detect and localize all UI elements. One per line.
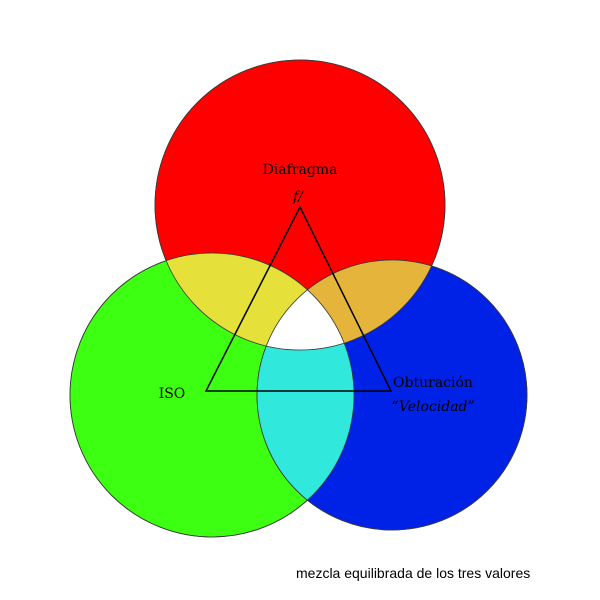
shutter-label: Obturación xyxy=(393,375,473,391)
aperture-label: Diafragma xyxy=(263,162,338,178)
exposure-triangle xyxy=(204,205,393,392)
aperture-f-label: f/ xyxy=(292,189,304,205)
center-overlap xyxy=(257,260,354,350)
iso-label: ISO xyxy=(159,386,186,402)
shutter-speed-label: “Velocidad” xyxy=(391,399,474,415)
caption: mezcla equilibrada de los tres valores xyxy=(296,565,531,581)
